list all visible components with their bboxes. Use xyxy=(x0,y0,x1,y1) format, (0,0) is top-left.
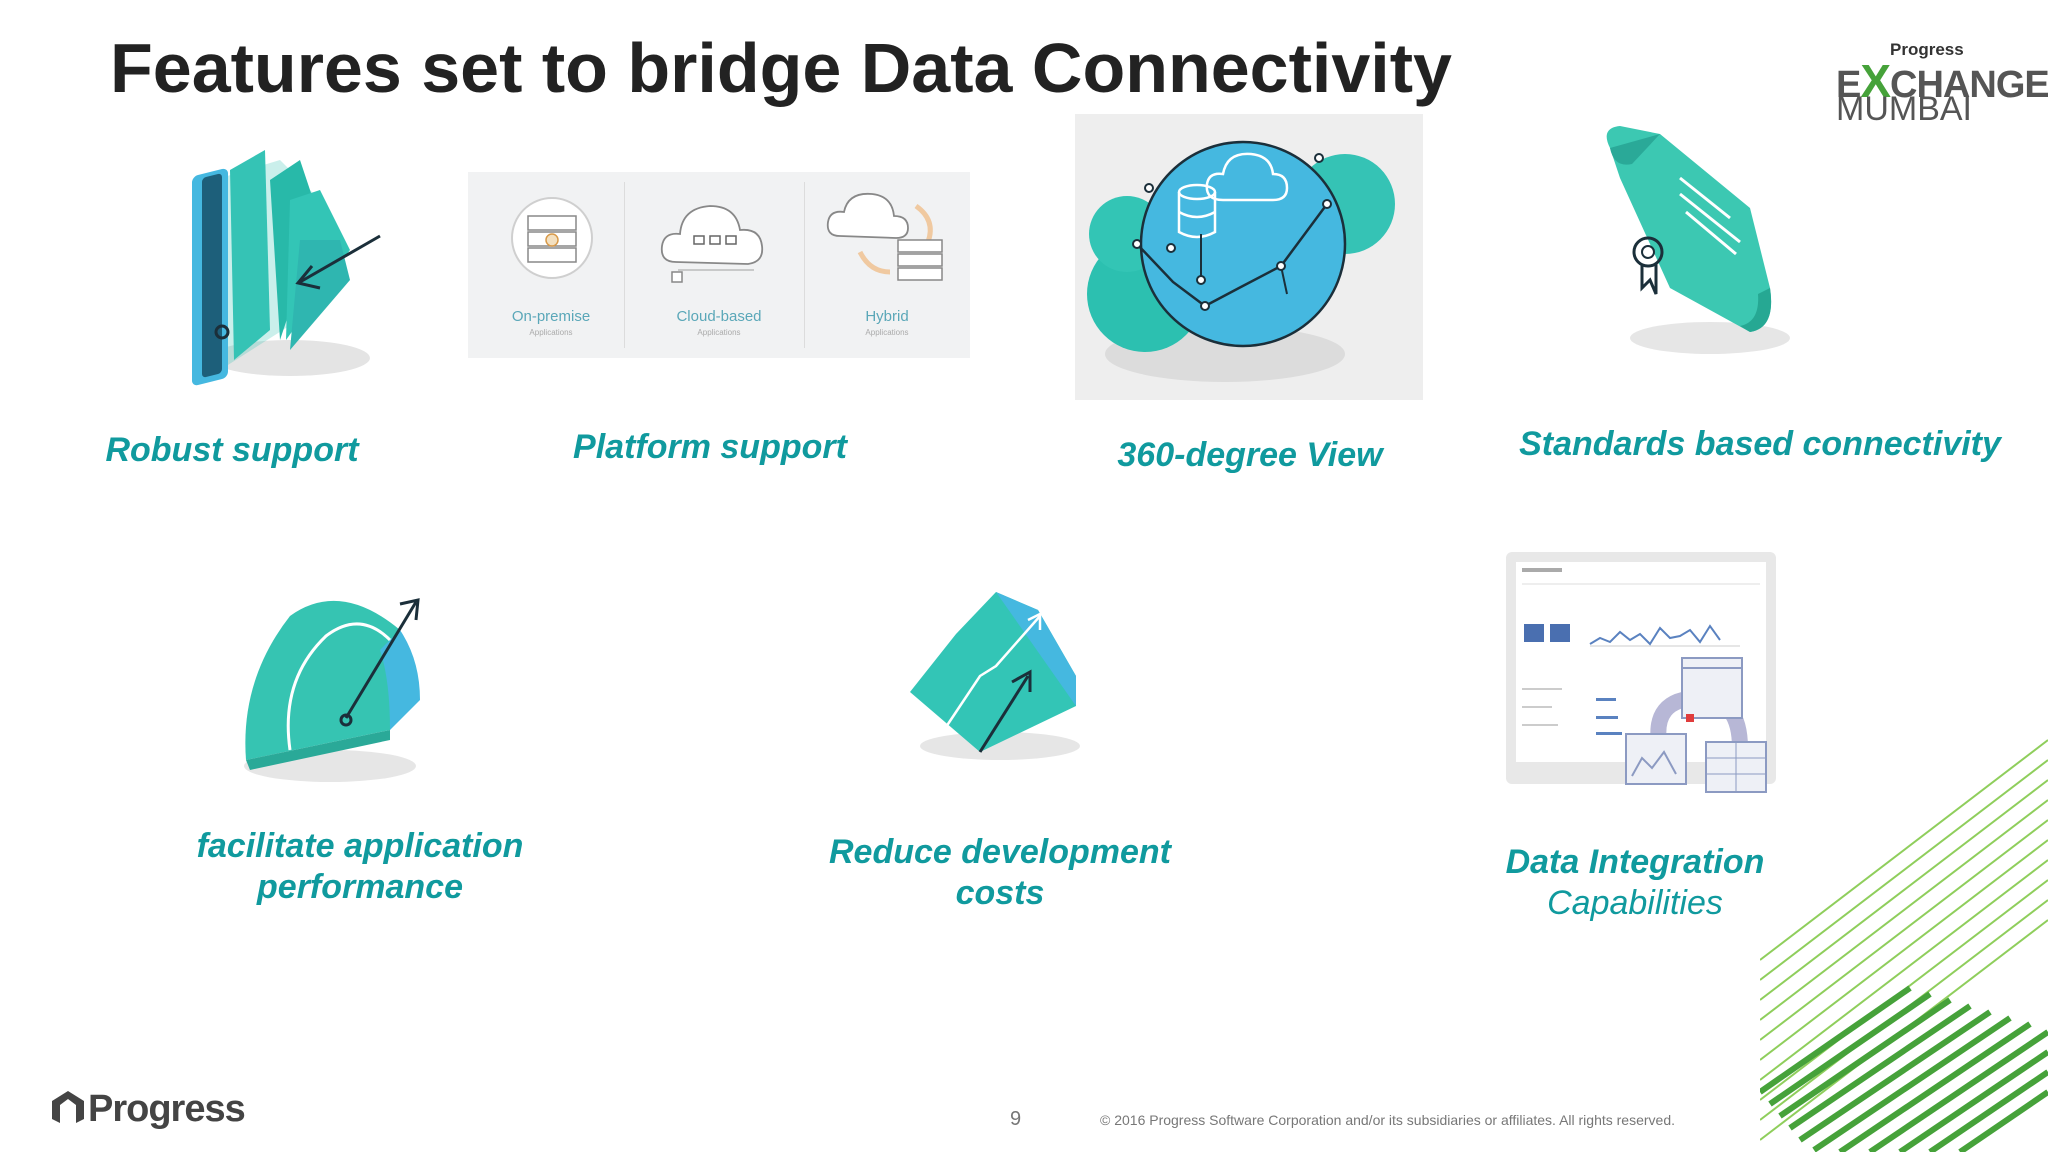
cloud-icon xyxy=(660,205,764,283)
logo-city: MUMBAI xyxy=(1836,90,1972,128)
cloud-network-icon xyxy=(1075,114,1423,400)
hybrid-icon xyxy=(826,192,943,281)
slide-title: Features set to bridge Data Connectivity xyxy=(110,29,1452,107)
feature-label-application-performance: facilitate application performance xyxy=(196,827,524,906)
feature-label-platform-support: Platform support xyxy=(573,428,847,466)
feature-label-robust-support: Robust support xyxy=(105,431,359,469)
platform-options-icon: On-premise Applications Cloud-based Appl… xyxy=(468,172,970,358)
copyright-notice: © 2016 Progress Software Corporation and… xyxy=(1100,1112,1675,1128)
logo-exchange-word: EXCHANGE xyxy=(1836,55,2048,107)
feature-label-data-integration: Data Integration Capabilities xyxy=(1505,843,1765,922)
progress-logo: Progress xyxy=(48,1088,246,1131)
feature-label-360-degree-view: 360-degree View xyxy=(1117,436,1383,474)
platform-option-cloud-based: Cloud-based Applications xyxy=(636,172,802,358)
progress-logo-icon xyxy=(52,1091,84,1123)
growth-arrow-icon xyxy=(910,592,1080,760)
feature-label-standards-based-connectivity: Standards based connectivity xyxy=(1519,425,2001,463)
server-icon xyxy=(511,197,593,279)
decorative-stripes xyxy=(1760,739,2048,1152)
certificate-scroll-icon xyxy=(1606,126,1790,354)
platform-option-hybrid: Hybrid Applications xyxy=(804,172,970,358)
dashboard-integration-icon xyxy=(1506,552,1776,793)
logo-brand: Progress xyxy=(1890,40,1964,59)
page-number: 9 xyxy=(1010,1108,1022,1130)
tablet-fan-icon xyxy=(192,150,381,386)
feature-label-reduce-development-costs: Reduce development costs xyxy=(829,833,1171,912)
progress-exchange-logo: Progress EXCHANGE MUMBAI xyxy=(1836,40,2048,130)
platform-option-on-premise: On-premise Applications xyxy=(468,172,634,358)
speedometer-icon xyxy=(244,598,420,782)
